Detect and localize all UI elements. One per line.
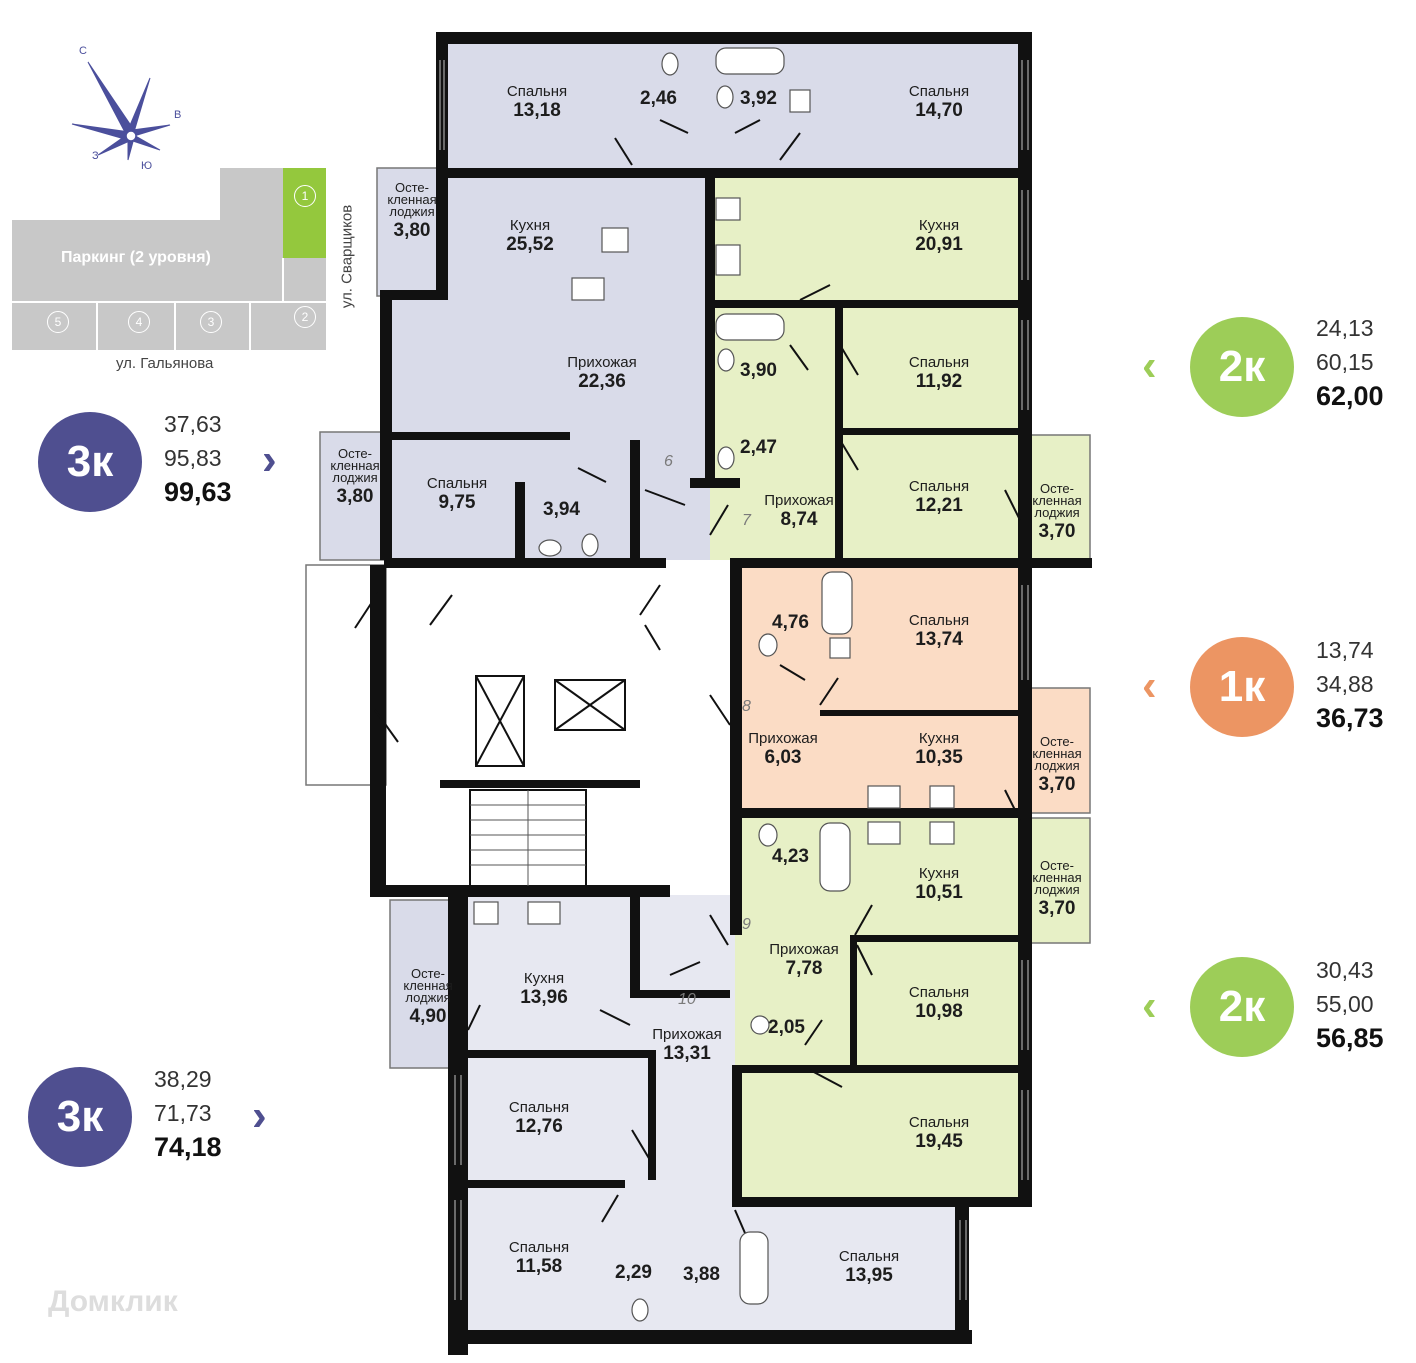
chevron-left-icon[interactable]: ‹ (1142, 981, 1157, 1030)
apartment-number-8: 8 (742, 698, 751, 715)
plumbing-fixtures (473, 47, 955, 1322)
compass-west-label: З (92, 150, 99, 162)
section-3-marker[interactable]: 3 (200, 311, 222, 333)
site-plan (12, 168, 326, 350)
apartment-7-area[interactable] (710, 175, 1025, 560)
bathroom-area: 3,92 (740, 88, 777, 109)
walls (370, 32, 1092, 1355)
parking-label: Паркинг (2 уровня) (61, 249, 211, 266)
apartment-number-9: 9 (742, 916, 751, 933)
bathroom-area: 2,05 (768, 1017, 805, 1038)
bathroom-area: 2,46 (640, 88, 677, 109)
apartment-number-7: 7 (742, 512, 751, 529)
windows (439, 60, 1029, 1300)
chevron-left-icon[interactable]: ‹ (1142, 341, 1157, 390)
bathroom-area: 4,76 (772, 612, 809, 633)
apartment-6-area[interactable] (390, 40, 1025, 560)
section-5-marker[interactable]: 5 (47, 311, 69, 333)
compass-south-label: Ю (141, 160, 153, 172)
apartment-number-10: 10 (678, 991, 696, 1008)
chevron-left-icon[interactable]: ‹ (1142, 661, 1157, 710)
apartment-type-badge[interactable]: 1к (1190, 637, 1294, 737)
loggias (319, 167, 459, 1069)
section-4-marker[interactable]: 4 (128, 311, 150, 333)
street-bottom-label: ул. Гальянова (116, 355, 214, 372)
apartment-type-badge[interactable]: 2к (1190, 957, 1294, 1057)
apartment-10-area[interactable] (460, 895, 965, 1335)
door-swings (354, 119, 1021, 1241)
compass-rose (71, 61, 171, 161)
apartment-type-badge[interactable]: 3к (38, 412, 142, 512)
bathroom-area: 3,94 (543, 499, 580, 520)
bathroom-area: 2,47 (740, 437, 777, 458)
chevron-right-icon[interactable]: › (252, 1091, 267, 1140)
bathroom-area: 4,23 (772, 846, 809, 867)
bathroom-area: 2,29 (615, 1262, 652, 1283)
bathroom-area: 3,88 (683, 1264, 720, 1285)
chevron-right-icon[interactable]: › (262, 435, 277, 484)
apartment-type-badge[interactable]: 2к (1190, 317, 1294, 417)
compass-east-label: В (174, 109, 182, 121)
apartment-9-area[interactable] (735, 815, 1025, 1200)
apartment-number-6: 6 (664, 453, 673, 470)
street-right-label: ул. Сварщиков (338, 204, 356, 309)
compass-north-label: С (79, 45, 87, 57)
section-1-marker[interactable]: 1 (294, 185, 316, 207)
apartment-type-badge[interactable]: 3к (28, 1067, 132, 1167)
apartment-8-area[interactable] (735, 565, 1025, 810)
section-2-marker[interactable]: 2 (294, 306, 316, 328)
watermark-logo: Домклик (48, 1285, 178, 1318)
bathroom-area: 3,90 (740, 360, 777, 381)
